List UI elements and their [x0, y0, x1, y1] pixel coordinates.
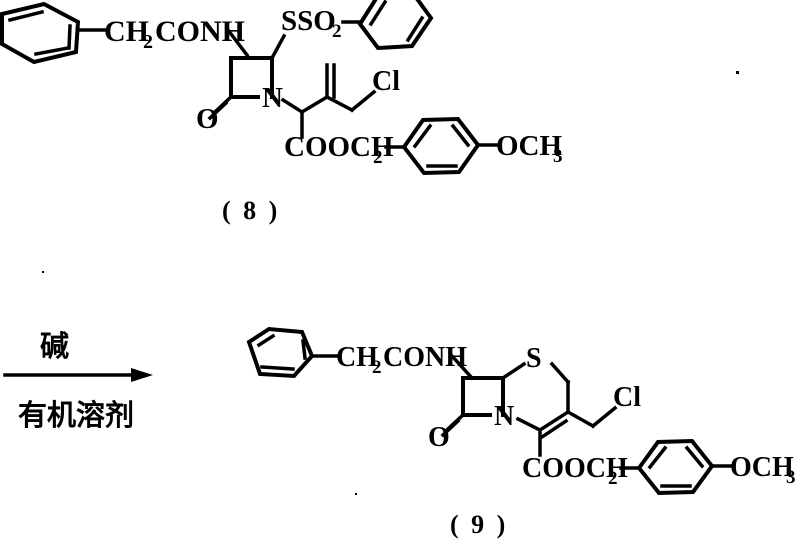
label-methoxy-9: OCH 3 — [730, 452, 796, 488]
svg-text:COOCH: COOCH — [284, 131, 394, 163]
label-ch2conh-8: CH 2 CONH — [104, 15, 245, 53]
lactam-carbonyl-8: O — [196, 94, 234, 135]
svg-text:OCH: OCH — [730, 452, 794, 483]
exocyclic-methylene-8 — [325, 63, 336, 99]
label-ring-nitrogen-8: N — [262, 82, 283, 114]
label-ester-8: COOCH 2 — [284, 131, 394, 168]
svg-text:CH: CH — [104, 15, 149, 48]
label-chlorine-8: Cl — [372, 66, 400, 97]
label-ring-nitrogen-9: N — [494, 401, 514, 432]
svg-text:2: 2 — [372, 357, 382, 378]
beta-lactam-ring-8 — [229, 56, 274, 99]
bond-ch2-cl-8 — [349, 89, 377, 113]
bond-c-sso2-8 — [269, 33, 287, 61]
bond-s-ch2-9 — [549, 361, 571, 385]
label-ch2conh-9: CH 2 CONH — [336, 342, 467, 378]
label-ester-9: COOCH 2 — [522, 453, 628, 489]
label-methoxy-8: OCH 3 — [496, 130, 563, 167]
svg-text:CH: CH — [336, 342, 378, 373]
bond-vinyl-ch2-8 — [324, 94, 355, 113]
arrow-label-above: 碱 — [40, 329, 69, 363]
bond-n-alpha-8 — [280, 97, 305, 115]
bond-c-s-9 — [500, 361, 527, 381]
beta-lactam-ring-9 — [461, 376, 505, 417]
svg-text:CONH: CONH — [155, 15, 245, 48]
methoxyphenyl-ring-9 — [636, 438, 715, 496]
cephem-double-bond-9 — [537, 409, 571, 440]
reaction-arrow-group: 碱 有机溶剂 — [3, 329, 153, 432]
bond-nh-cephem-9 — [449, 353, 475, 381]
compound-9-structure: CH 2 CONH O N S — [246, 326, 796, 539]
scan-speck-left — [42, 271, 44, 273]
scan-speck-bottom — [355, 493, 357, 495]
bond-c3-ch2-9 — [565, 409, 596, 429]
svg-text:2: 2 — [373, 147, 383, 168]
svg-text:O: O — [428, 422, 450, 453]
svg-text:COOCH: COOCH — [522, 453, 628, 484]
svg-text:3: 3 — [553, 146, 563, 167]
svg-text:O: O — [196, 103, 219, 135]
label-sulfur-9: S — [526, 343, 542, 374]
label-chlorine-9: Cl — [613, 382, 641, 413]
bond-ch2-cl-9 — [590, 405, 618, 429]
svg-text:OCH: OCH — [496, 130, 563, 162]
svg-text:2: 2 — [143, 31, 153, 53]
lactam-carbonyl-9: O — [428, 412, 466, 453]
compound-8-id-label: ( 8 ) — [222, 196, 280, 225]
svg-text:3: 3 — [786, 467, 796, 488]
label-sso2-8: SSO 2 — [281, 5, 342, 42]
reaction-arrow-head — [131, 368, 153, 382]
compound-8-structure: CH 2 CONH O N SSO 2 — [0, 0, 563, 225]
svg-text:2: 2 — [608, 468, 618, 489]
scan-speck-top-right — [736, 71, 739, 74]
bond-c4-n-9 — [515, 416, 543, 433]
bond-alpha-vinyl-8 — [299, 94, 330, 115]
compound-9-id-label: ( 9 ) — [450, 510, 508, 539]
svg-text:SSO: SSO — [281, 5, 336, 37]
svg-text:2: 2 — [332, 21, 342, 42]
methoxyphenyl-ring-8 — [401, 116, 481, 176]
phenyl-ring-left-9 — [246, 326, 315, 379]
phenyl-ring-sulfonyl-8 — [357, 0, 434, 51]
bond-nh-lactam-8 — [225, 27, 250, 58]
arrow-label-below: 有机溶剂 — [18, 398, 134, 432]
phenyl-ring-left-8 — [0, 1, 81, 65]
